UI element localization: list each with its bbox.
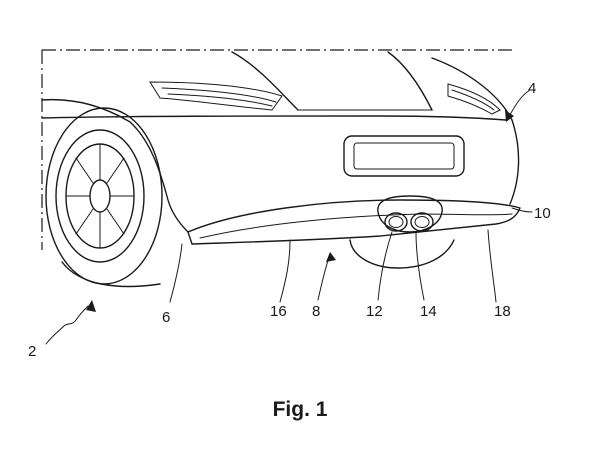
ref-numeral-8: 8 xyxy=(312,303,320,320)
ref-numeral-4: 4 xyxy=(528,80,536,97)
ref-numeral-6: 6 xyxy=(162,309,170,326)
leader-lines xyxy=(45,89,533,345)
rear-diffuser xyxy=(187,199,521,269)
ref-numeral-12: 12 xyxy=(366,303,383,320)
tailpipe-left xyxy=(384,212,408,232)
arrow-ref-4 xyxy=(505,110,514,122)
rear-wheel xyxy=(45,107,163,288)
ref-numeral-10: 10 xyxy=(534,205,551,222)
figure-caption: Fig. 1 xyxy=(272,398,328,421)
ref-numeral-14: 14 xyxy=(420,303,437,320)
ref-numeral-16: 16 xyxy=(270,303,287,320)
tailpipe-right xyxy=(410,212,434,232)
ref-numeral-18: 18 xyxy=(494,303,511,320)
vehicle-body xyxy=(41,51,520,233)
exhaust-tailpipes xyxy=(377,195,443,233)
ref-numeral-2: 2 xyxy=(28,343,36,360)
arrow-ref-8 xyxy=(326,252,336,262)
arrow-ref-2 xyxy=(86,300,96,312)
